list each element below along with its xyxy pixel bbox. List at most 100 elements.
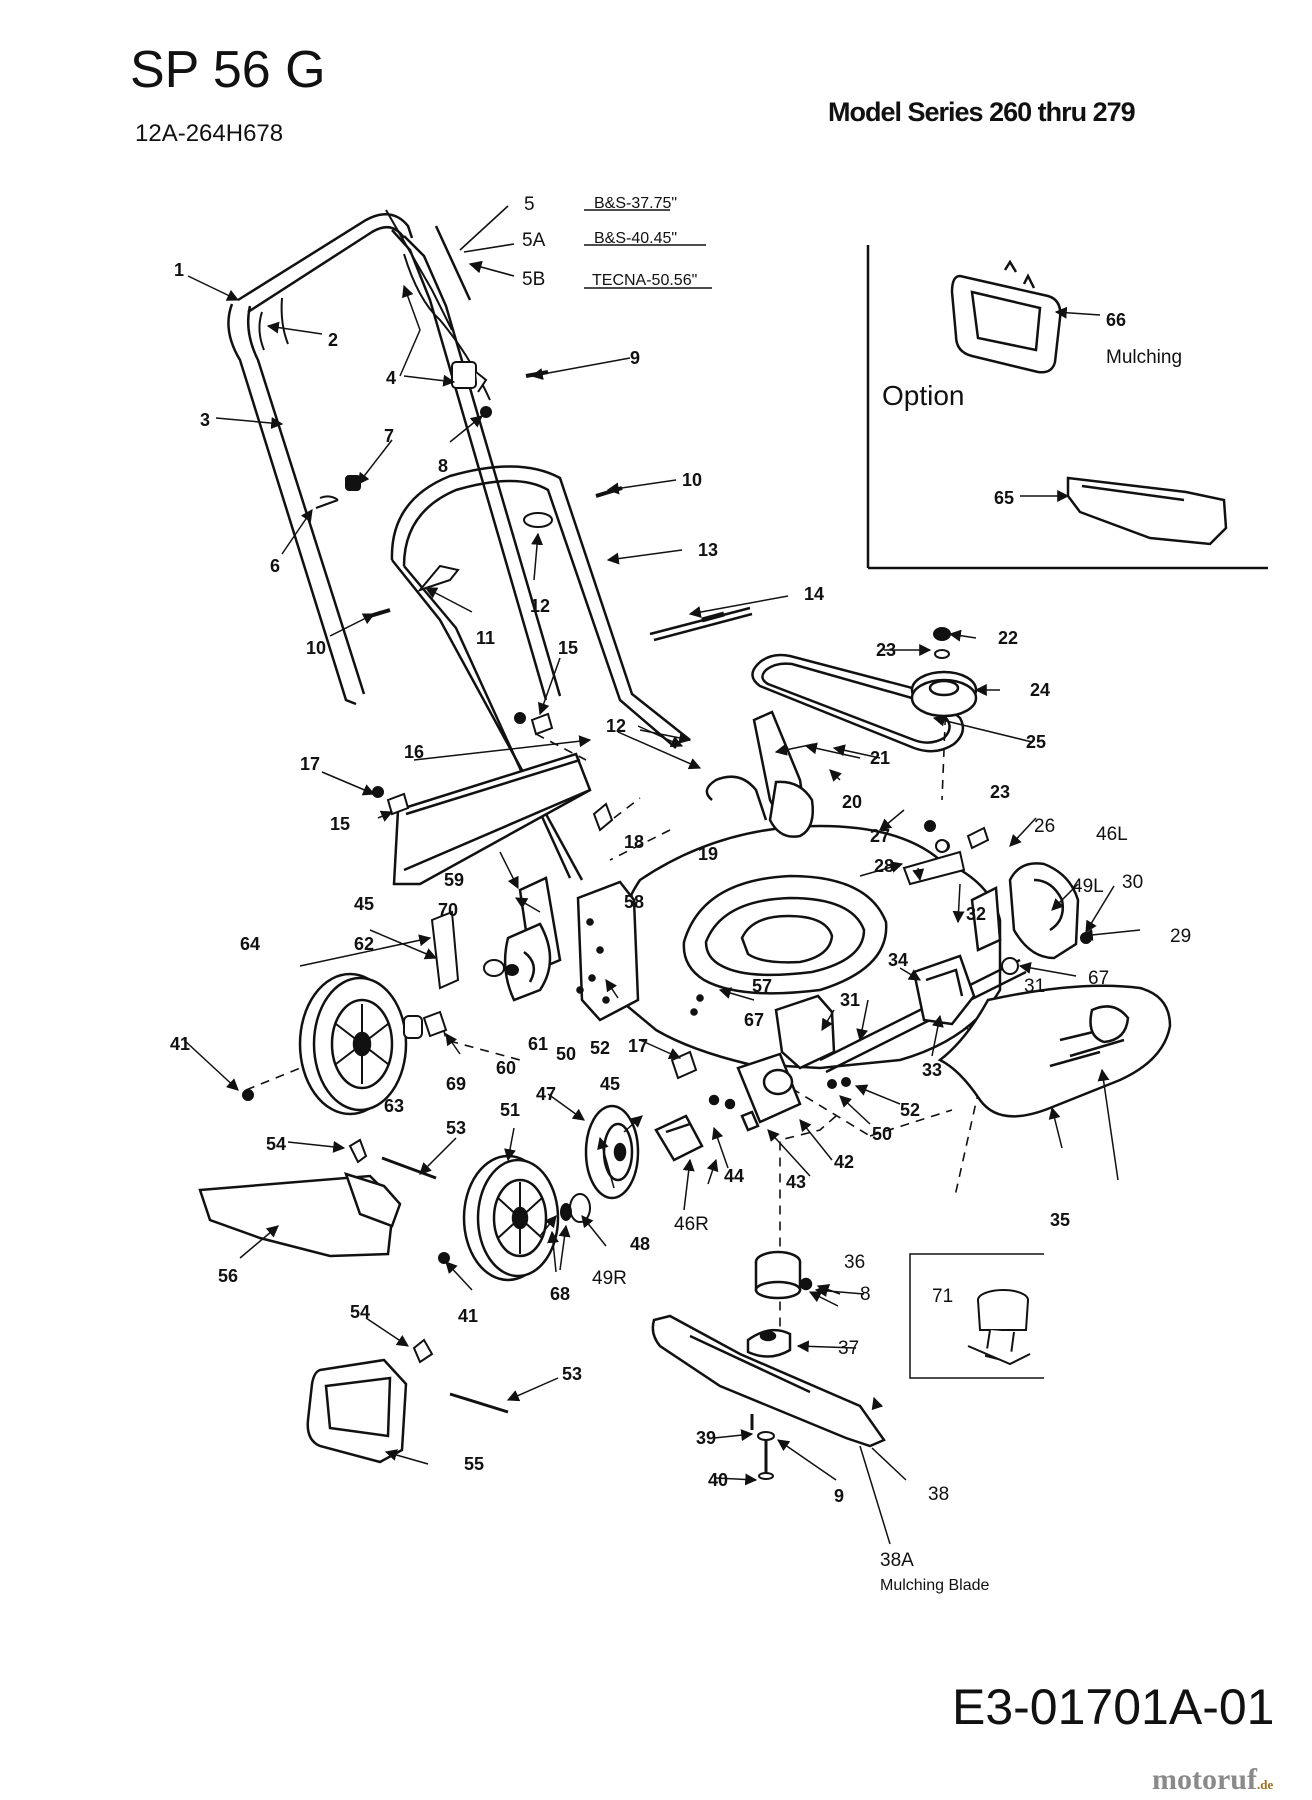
label-44: 44 [724,1166,744,1186]
label-21: 21 [870,748,890,768]
label-20: 20 [842,792,862,812]
pulley-24 [910,670,978,718]
label-41-upper: 41 [170,1034,190,1054]
cable-clip [451,361,488,393]
label-1: 1 [174,260,184,280]
label-35: 35 [1050,1210,1070,1230]
label-8-lower: 8 [860,1284,871,1305]
label-12-upper: 12 [530,596,550,616]
mulching-blade-38 [651,1314,886,1448]
label-33: 33 [922,1060,942,1080]
label-32: 32 [966,904,986,924]
wheel-hardware [242,910,591,1264]
label-55: 55 [464,1454,484,1474]
label-12-lower: 12 [606,716,626,736]
upper-handle [227,213,562,706]
watermark-brand: motoruf [1152,1763,1257,1796]
label-10-upper: 10 [682,470,702,490]
label-59: 59 [444,870,464,890]
label-15-lower: 15 [330,814,350,834]
label-52-right: 52 [900,1100,920,1120]
drive-belt-25 [751,653,965,753]
option-title: Option [882,380,965,411]
blade-adapter-36 [754,1250,813,1300]
blade-adapter-37 [746,1328,792,1358]
label-5a: 5A [522,230,546,251]
label-49l: 49L [1072,876,1104,897]
label-49r: 49R [592,1268,627,1289]
label-62: 62 [354,934,374,954]
deck-bolts [576,918,704,1016]
rear-deflector-16 [392,752,592,886]
pulley-hardware [933,627,951,659]
label-43: 43 [786,1172,806,1192]
blade-leaders [859,1445,907,1545]
label-10-lower: 10 [306,638,326,658]
label-25: 25 [1026,732,1046,752]
label-11: 11 [476,628,495,648]
label-5b: 5B [522,269,545,290]
rear-discharge-35 [937,984,1172,1118]
adapter-box [909,1253,1044,1379]
blade-bolt-40 [750,1414,775,1480]
label-31-right: 31 [1024,976,1045,997]
label-18: 18 [624,832,644,852]
drive-shaft-31 [819,958,1027,1074]
label-53-lower: 53 [562,1364,582,1384]
part-labels: 1 2 3 4 5 5A 5B 6 7 8 8 9 9 10 10 11 12 … [170,194,1191,1571]
label-19: 19 [698,844,718,864]
label-29: 29 [1170,926,1191,947]
label-28: 28 [874,856,894,876]
label-67-right: 67 [1088,968,1109,989]
label-53-upper: 53 [446,1118,466,1138]
label-8-upper: 8 [438,456,448,476]
height-adjuster-21 [752,710,814,838]
label-56: 56 [218,1266,238,1286]
door-spring-hardware [348,1138,509,1414]
label-13: 13 [698,540,718,560]
height-adjuster-59 [503,876,562,1002]
diagram-number: E3-01701A-01 [952,1679,1275,1735]
handle-hardware [315,370,623,618]
label-57: 57 [752,976,772,996]
label-61: 61 [528,1034,548,1054]
label-17-upper: 17 [300,754,320,774]
label-46l: 46L [1096,824,1128,845]
label-36: 36 [844,1252,865,1273]
rear-bracket-46R [654,1114,704,1162]
label-65: 65 [994,488,1014,508]
label-45-upper: 45 [354,894,374,914]
label-69: 69 [446,1074,466,1094]
rear-wheel-51 [462,1154,560,1282]
rear-axle-bracket-42 [708,1052,802,1132]
label-46r: 46R [674,1214,709,1235]
label-23-upper: 23 [876,640,896,660]
leader-lines [183,275,1141,1486]
label-68: 68 [550,1284,570,1304]
deflector-brackets [372,712,614,832]
label-54-lower: 54 [350,1302,370,1322]
label-54-upper: 54 [266,1134,286,1154]
label-27: 27 [870,826,890,846]
drive-gear-47 [584,1104,640,1200]
discharge-chute [1066,476,1228,546]
label-4: 4 [386,368,396,388]
label-40: 40 [708,1470,728,1490]
label-14: 14 [804,584,824,604]
label-5: 5 [524,194,535,215]
label-45-lower: 45 [600,1074,620,1094]
label-41-lower: 41 [458,1306,478,1326]
label-64: 64 [240,934,260,954]
mower-deck-20 [614,775,1002,1070]
engine-note-1: B&S-37.75" [594,195,677,212]
grass-bag-frame-55 [306,1358,408,1464]
engine-notes: B&S-37.75" B&S-40.45" TECNA-50.56" [434,195,712,301]
label-24: 24 [1030,680,1050,700]
rope-guide [649,606,753,642]
label-60: 60 [496,1058,516,1078]
label-48: 48 [630,1234,650,1254]
label-50-right: 50 [872,1124,892,1144]
label-37: 37 [838,1338,859,1359]
